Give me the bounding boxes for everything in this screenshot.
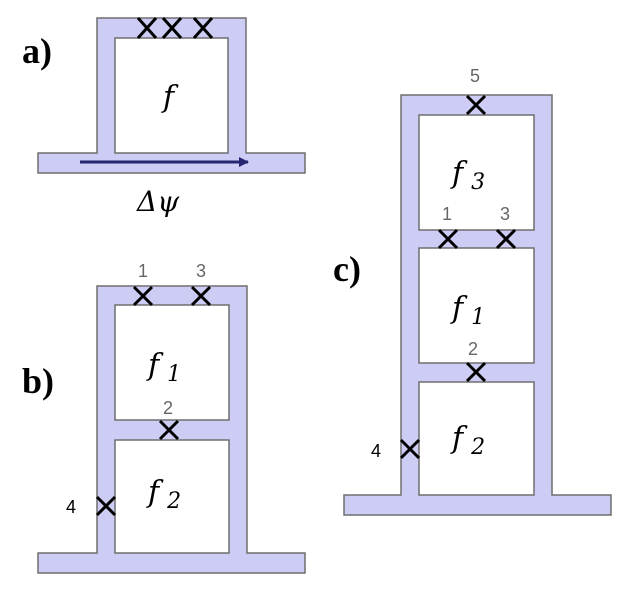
junction-5 xyxy=(465,94,487,116)
junction-2 xyxy=(465,361,487,383)
junction-2-number: 2 xyxy=(468,339,478,359)
junction-1 xyxy=(437,228,459,250)
junction-cross-icon xyxy=(161,16,183,40)
junction-cross-icon xyxy=(136,16,158,40)
panel-a-ring xyxy=(37,17,306,174)
junction-3 xyxy=(190,285,212,307)
panel-a-flux: f xyxy=(161,80,179,115)
junction-1-number: 1 xyxy=(442,204,452,224)
junction-5-number: 5 xyxy=(470,66,480,86)
panel-c-ring xyxy=(343,94,612,516)
panel-a-junction-group xyxy=(136,16,214,40)
junction-3 xyxy=(495,228,517,250)
panel-b-label: b) xyxy=(22,361,54,401)
junction-4 xyxy=(95,495,117,517)
junction-4 xyxy=(399,438,421,460)
junction-2-number: 2 xyxy=(163,398,173,418)
panel-a: a) f Δψ xyxy=(22,16,306,218)
panel-a-label: a) xyxy=(22,31,52,71)
junction-cross-icon xyxy=(192,16,214,40)
junction-3-number: 3 xyxy=(500,204,510,224)
junction-2 xyxy=(158,419,180,441)
phase-difference-label: Δψ xyxy=(136,185,180,218)
junction-4-number: 4 xyxy=(371,441,381,461)
junction-1-number: 1 xyxy=(138,261,148,281)
junction-1 xyxy=(132,285,154,307)
junction-4-number: 4 xyxy=(66,497,76,517)
panel-c-label: c) xyxy=(333,249,361,289)
junction-3-number: 3 xyxy=(196,261,206,281)
